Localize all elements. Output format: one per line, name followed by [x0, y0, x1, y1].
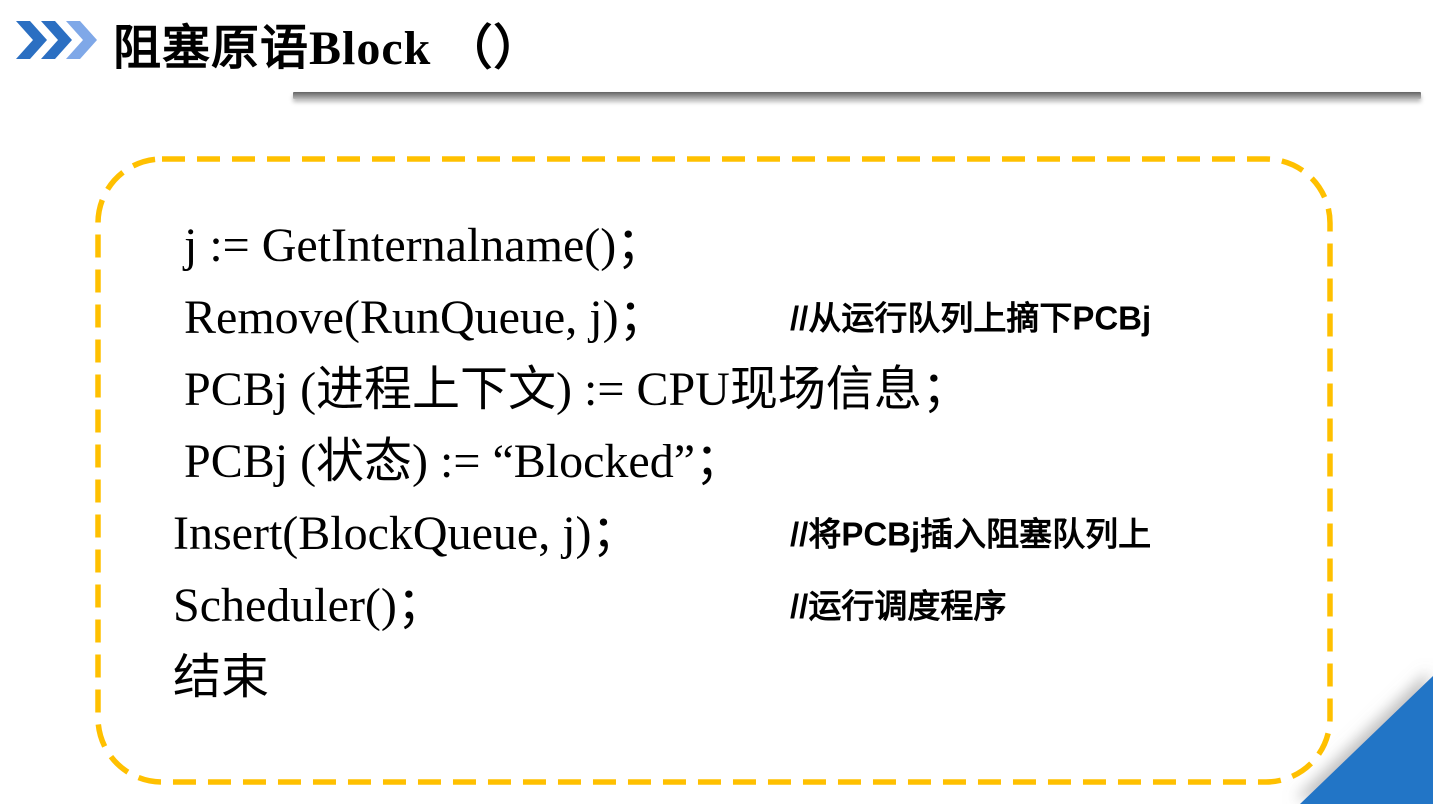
- code-comment: //运行调度程序: [790, 587, 1007, 625]
- code-text: PCBj (进程上下文) := CPU现场信息；: [184, 363, 970, 416]
- code-line: j := GetInternalname()；: [100, 210, 1330, 282]
- triple-chevron-icon: [16, 21, 97, 59]
- code-text: PCBj (状态) := “Blocked”；: [184, 435, 744, 488]
- title-divider: [293, 92, 1421, 99]
- code-text: Remove(RunQueue, j)；: [184, 291, 667, 344]
- code-line: Insert(BlockQueue, j)； //将PCBj插入阻塞队列上: [100, 498, 1330, 570]
- code-text: Scheduler()；: [173, 579, 445, 632]
- code-line: PCBj (进程上下文) := CPU现场信息；: [100, 354, 1330, 426]
- code-text: 结束: [173, 651, 270, 704]
- code-comment: //从运行队列上摘下PCBj: [790, 299, 1152, 337]
- code-line: Remove(RunQueue, j)； //从运行队列上摘下PCBj: [100, 282, 1330, 354]
- code-comment: //将PCBj插入阻塞队列上: [790, 515, 1152, 553]
- code-line: PCBj (状态) := “Blocked”；: [100, 426, 1330, 498]
- page-title: 阻塞原语Block （）: [113, 22, 543, 75]
- code-line: 结束: [100, 642, 1330, 714]
- code-line: Scheduler()； //运行调度程序: [100, 570, 1330, 642]
- code-text: Insert(BlockQueue, j)；: [173, 507, 640, 560]
- code-text: j := GetInternalname()；: [184, 219, 665, 272]
- code-block: j := GetInternalname()； Remove(RunQueue,…: [100, 158, 1330, 780]
